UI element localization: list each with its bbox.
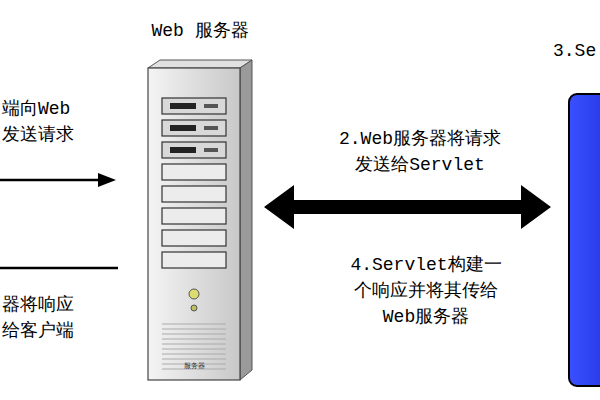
edge-label: 2.Web服务器将请求发送给Servlet — [334, 126, 506, 178]
double-arrow — [264, 185, 551, 229]
servlet-node: 3.Se — [553, 38, 600, 390]
node-heading: Web 服务器 — [140, 18, 260, 44]
step-label: 器将响应给客户端 — [2, 292, 80, 344]
web-server-node: Web 服务器服务器 — [140, 18, 260, 390]
servlet-container — [567, 92, 600, 390]
response-line — [0, 267, 118, 270]
step-label: 端向Web发送请求 — [2, 96, 80, 148]
request-arrow-head — [98, 173, 116, 187]
request-arrow-line — [0, 179, 100, 182]
server-illustration — [140, 58, 260, 390]
device-caption: 服务器 — [140, 363, 248, 370]
node-heading: 3.Se — [553, 38, 600, 64]
step-label: 4.Servlet构建一个响应并将其传给Web服务器 — [345, 252, 507, 330]
